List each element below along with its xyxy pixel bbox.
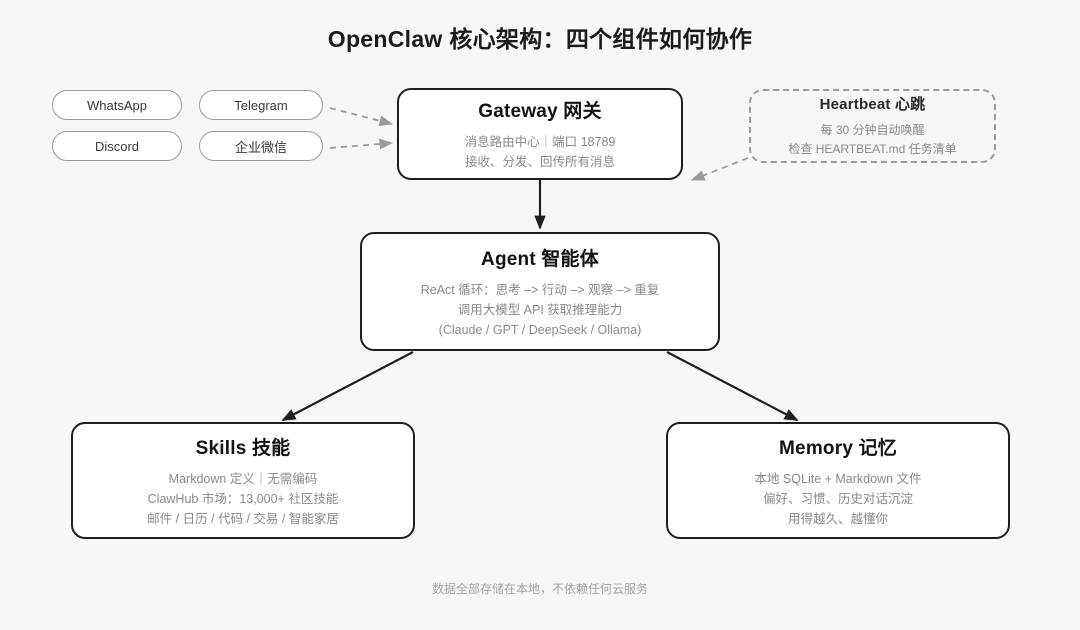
node-title: Agent 智能体 [481,248,599,270]
channel-label: 企业微信 [234,139,287,155]
channel-pill-telegram[interactable]: Telegram [199,90,323,120]
connector-heartbeat-to-gateway [691,157,749,181]
connector-channels-bottom-to-gateway [329,138,394,150]
node-title: Skills 技能 [195,437,291,459]
node-gateway[interactable]: Gateway 网关 消息路由中心｜端口 18789 接收、分发、回传所有消息 [397,88,683,180]
node-detail-line: 每 30 分钟自动唤醒 [820,123,925,137]
connector-agent-to-memory [666,351,799,421]
node-agent[interactable]: Agent 智能体 ReAct 循环：思考 –> 行动 –> 观察 –> 重复 … [360,232,720,351]
node-detail-line: 接收、分发、回传所有消息 [464,155,615,169]
node-detail-line: 本地 SQLite + Markdown 文件 [754,471,922,486]
channel-pill-discord[interactable]: Discord [52,131,182,161]
connector-channels-top-to-gateway [329,107,393,127]
node-detail-line: 用得越久、越懂你 [787,511,888,526]
node-detail-line: 调用大模型 API 获取推理能力 [457,302,623,317]
connector-agent-to-skills [281,351,414,421]
node-detail-line: 偏好、习惯、历史对话沉淀 [762,491,913,506]
channel-label: Discord [94,138,140,154]
channel-pill-whatsapp[interactable]: WhatsApp [52,90,182,120]
node-title: Heartbeat 心跳 [819,96,926,113]
node-detail-line: 消息路由中心｜端口 18789 [464,135,616,149]
channel-label: Telegram [234,97,288,113]
channel-pill-wecom[interactable]: 企业微信 [199,131,323,161]
footer-caption: 数据全部存储在本地，不依赖任何云服务 [431,582,648,596]
node-detail-line: 检查 HEARTBEAT.md 任务清单 [788,142,957,156]
node-heartbeat[interactable]: Heartbeat 心跳 每 30 分钟自动唤醒 检查 HEARTBEAT.md… [749,89,996,163]
node-memory[interactable]: Memory 记忆 本地 SQLite + Markdown 文件 偏好、习惯、… [666,422,1010,539]
node-detail-line: ReAct 循环：思考 –> 行动 –> 观察 –> 重复 [420,282,660,297]
channel-label: WhatsApp [87,97,147,113]
page-title: OpenClaw 核心架构：四个组件如何协作 [327,26,753,52]
node-title: Memory 记忆 [779,437,897,459]
node-detail-line: (Claude / GPT / DeepSeek / Ollama) [438,322,642,337]
node-detail-line: Markdown 定义｜无需编码 [168,471,318,486]
node-skills[interactable]: Skills 技能 Markdown 定义｜无需编码 ClawHub 市场：13… [71,422,415,539]
node-detail-line: 邮件 / 日历 / 代码 / 交易 / 智能家居 [147,511,339,526]
node-detail-line: ClawHub 市场：13,000+ 社区技能 [147,491,339,506]
node-title: Gateway 网关 [478,101,602,122]
